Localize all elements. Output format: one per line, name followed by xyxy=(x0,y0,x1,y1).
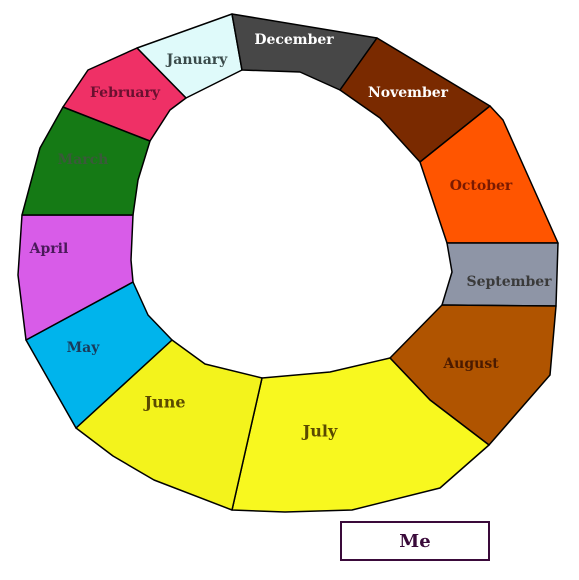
segment-label-april: April xyxy=(29,241,69,257)
segment-label-august: August xyxy=(442,356,499,372)
me-label-box: Me xyxy=(340,521,490,561)
segment-november xyxy=(339,37,491,163)
segment-label-may: May xyxy=(67,340,101,356)
segment-label-february: February xyxy=(90,85,161,101)
segment-label-december: December xyxy=(254,32,334,48)
segment-label-october: October xyxy=(450,178,513,194)
segment-february xyxy=(62,47,187,142)
segment-label-march: March xyxy=(58,152,109,168)
segment-label-november: November xyxy=(368,85,449,101)
segment-label-june: June xyxy=(142,393,185,412)
segment-may xyxy=(25,281,173,429)
segment-label-september: September xyxy=(466,274,552,290)
segment-december xyxy=(231,13,378,91)
segment-label-july: July xyxy=(301,422,338,441)
segment-label-january: January xyxy=(165,52,229,68)
